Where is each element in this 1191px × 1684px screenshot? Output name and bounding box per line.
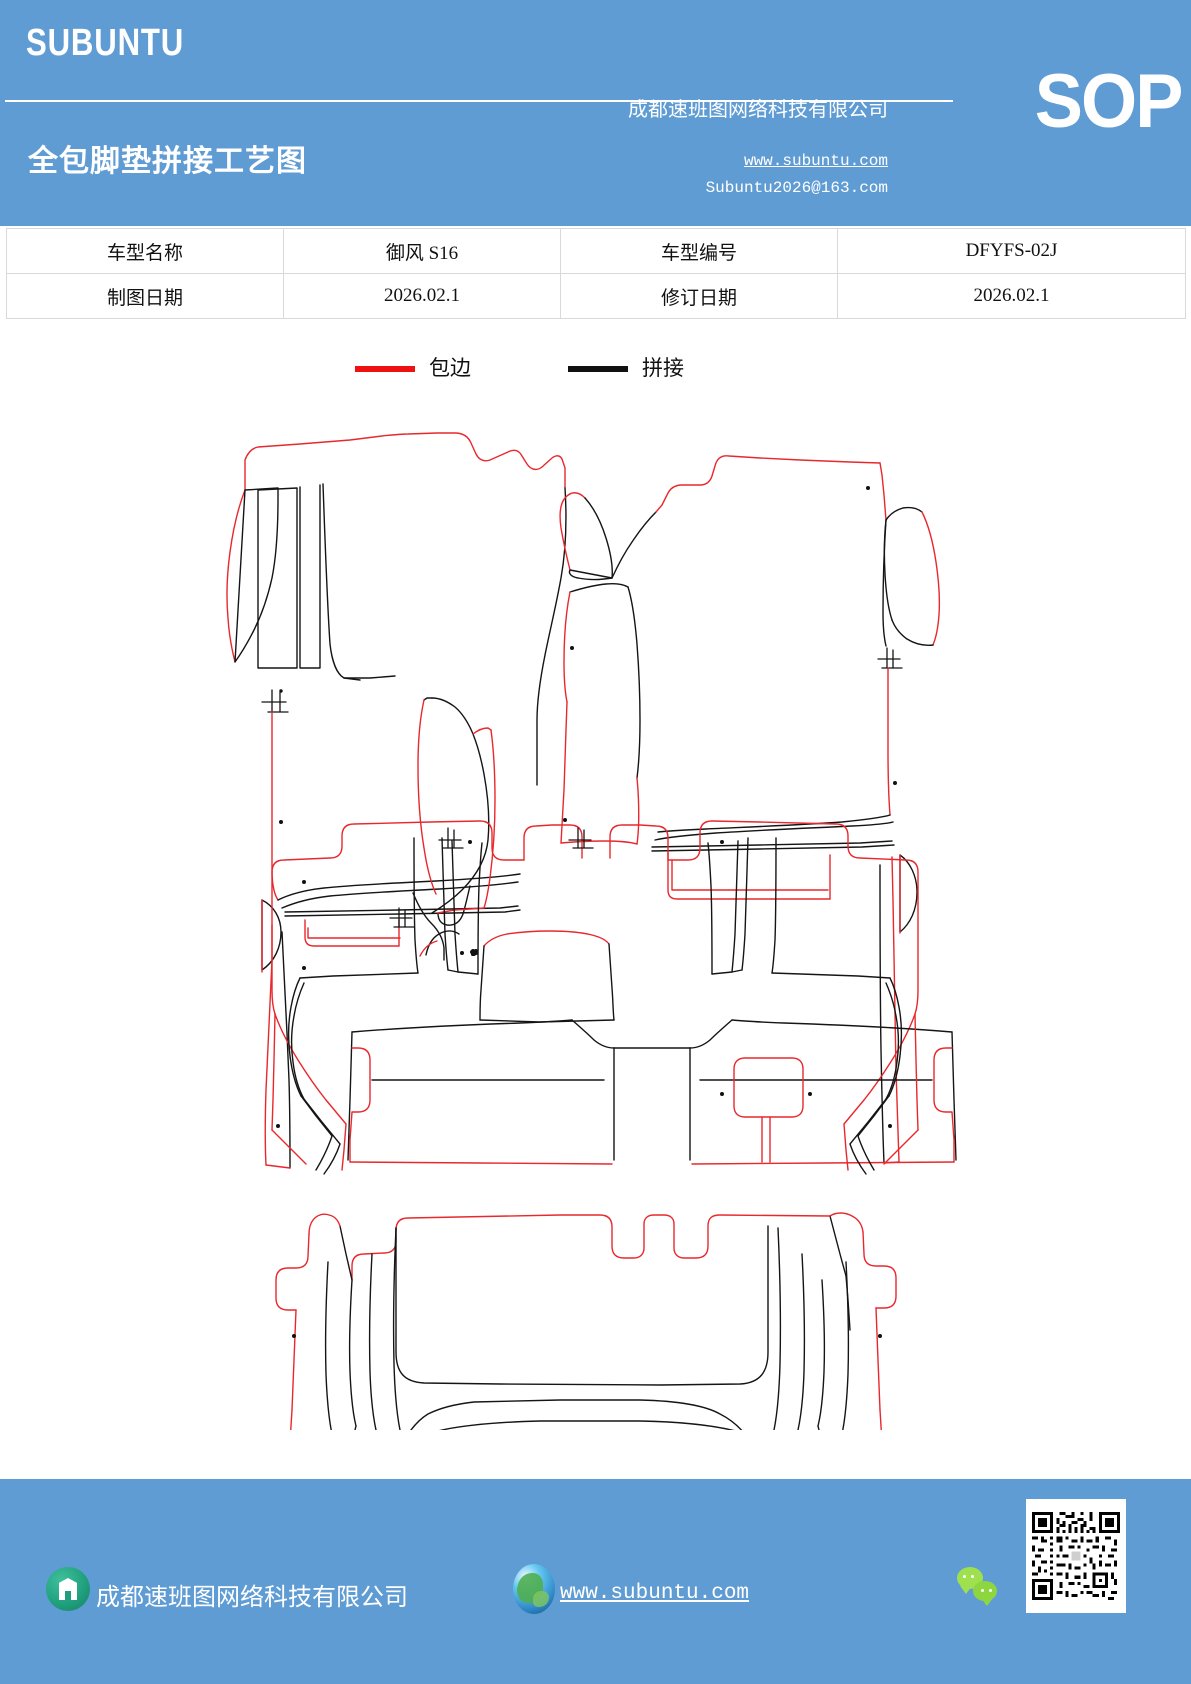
table-row: 车型名称 御风 S16 车型编号 DFYFS-02J [6,228,1186,274]
sop-badge: SOP [1034,59,1183,144]
seam-notation-mark [568,827,594,849]
qr-code-svg [1032,1512,1120,1600]
model-name-label: 车型名称 [6,228,284,274]
revise-date-value: 2026.02.1 [837,273,1186,319]
model-name-value: 御风 S16 [283,228,561,274]
model-code-label: 车型编号 [560,228,838,274]
legend-label-binding: 包边 [429,356,471,380]
revise-date-label: 修订日期 [560,273,838,319]
page-footer: 成都速班图网络科技有限公司 www.subuntu.com [0,1479,1191,1684]
model-code-value: DFYFS-02J [837,228,1186,274]
table-row: 制图日期 2026.02.1 修订日期 2026.02.1 [6,273,1186,319]
front-right-mat [559,455,941,1164]
seam-notation-mark [389,907,415,928]
footer-company-name: 成都速班图网络科技有限公司 [96,1585,408,1611]
globe-icon [513,1564,555,1614]
seam-notation-mark [261,689,289,713]
page-title: 全包脚垫拼接工艺图 [28,145,307,178]
qr-code[interactable] [1026,1499,1126,1613]
header-company-name: 成都速班图网络科技有限公司 [628,99,888,121]
wechat-icon [957,1567,1001,1611]
draw-date-label: 制图日期 [6,273,284,319]
header-website-link[interactable]: www.subuntu.com [743,152,888,170]
legend-swatch-red [355,365,415,372]
page-header: SUBUNTU 全包脚垫拼接工艺图 成都速班图网络科技有限公司 SOP www.… [0,0,1191,226]
footer-website-link[interactable]: www.subuntu.com [560,1582,750,1605]
legend-swatch-black [568,365,628,372]
header-email[interactable]: Subuntu2026@163.com [705,179,888,197]
front-left-mat [226,432,567,1169]
header-divider [5,100,953,102]
legend-item-seam: 拼接 [568,358,684,379]
legend: 包边 拼接 [0,358,1191,392]
draw-date-value: 2026.02.1 [283,273,561,319]
building-icon [46,1567,90,1611]
technical-drawing-canvas [0,400,1191,1430]
floor-mat-pattern-svg [226,432,957,1430]
legend-item-binding: 包边 [355,358,471,379]
vehicle-info-table: 车型名称 御风 S16 车型编号 DFYFS-02J 制图日期 2026.02.… [6,228,1186,319]
seam-notation-mark [877,647,903,669]
legend-label-seam: 拼接 [642,356,684,380]
brand-logo: SUBUNTU [26,22,185,64]
rear-trunk-mat [275,1212,897,1430]
second-row-mat [271,820,957,1175]
